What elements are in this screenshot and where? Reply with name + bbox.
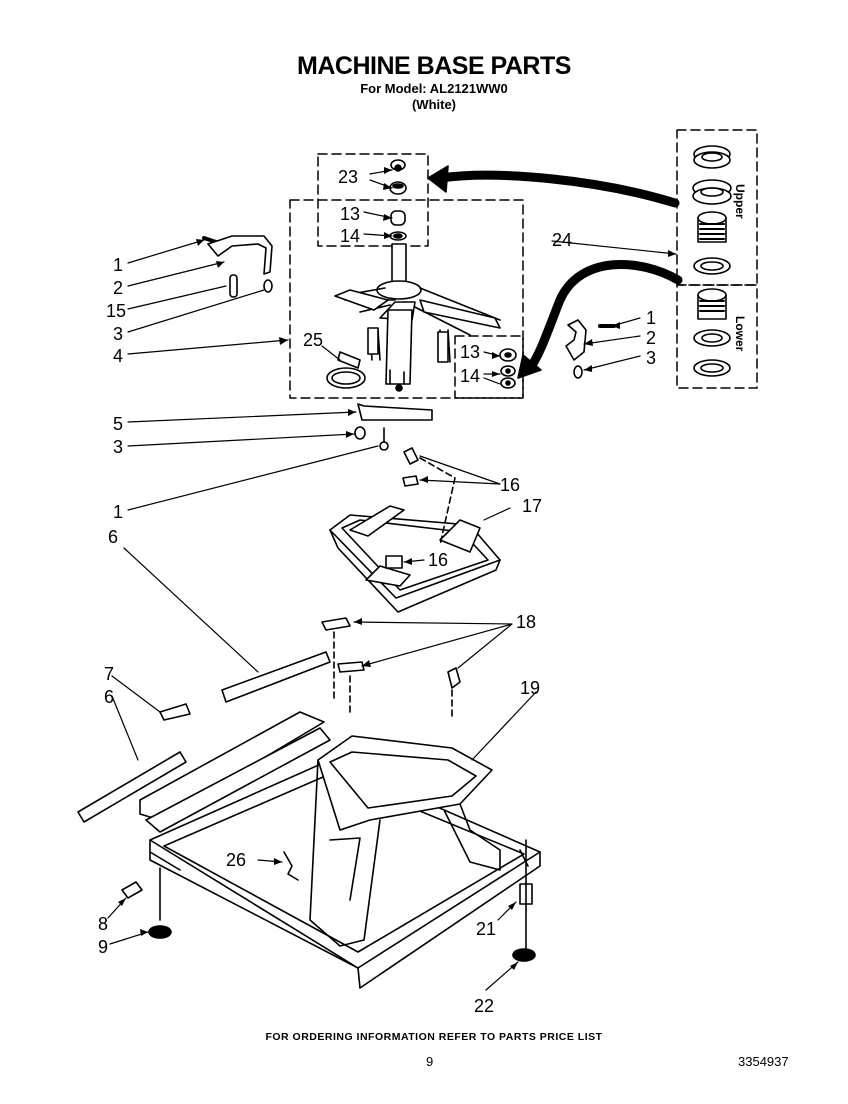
brake-frame-17 bbox=[329, 447, 501, 613]
callout-6-lower: 6 bbox=[104, 687, 114, 707]
callout-3: 3 bbox=[113, 324, 123, 344]
document-number: 3354937 bbox=[738, 1054, 789, 1069]
callout-1-right: 1 bbox=[646, 308, 656, 328]
arrow-lower bbox=[525, 260, 683, 373]
callout-14-lower: 14 bbox=[460, 366, 480, 386]
box-transmission bbox=[289, 199, 524, 399]
callout-16: 16 bbox=[500, 475, 520, 495]
arrow-lower-head bbox=[517, 354, 542, 379]
callout-18: 18 bbox=[516, 612, 536, 632]
leader-arrowheads bbox=[118, 167, 676, 970]
callout-8: 8 bbox=[98, 914, 108, 934]
leveling-feet bbox=[121, 839, 536, 962]
upper-kit-label: Upper bbox=[733, 184, 747, 219]
base-clip-hardware bbox=[354, 403, 433, 451]
callout-21: 21 bbox=[476, 919, 496, 939]
right-bracket-hardware bbox=[565, 319, 616, 379]
callout-2-right: 2 bbox=[646, 328, 656, 348]
callout-4: 4 bbox=[113, 346, 123, 366]
model-color: (White) bbox=[411, 97, 457, 112]
callout-13-lower: 13 bbox=[460, 342, 480, 362]
callout-24: 24 bbox=[552, 230, 572, 250]
upper-bearing-parts bbox=[389, 159, 407, 241]
rails-6-7 bbox=[77, 651, 331, 833]
callout-26: 26 bbox=[226, 850, 246, 870]
callout-1-lower: 1 bbox=[113, 502, 123, 522]
callout-2: 2 bbox=[113, 278, 123, 298]
callout-numbers: 1 2 15 3 4 23 13 14 24 25 1 2 3 13 14 5 … bbox=[98, 167, 656, 1016]
callout-16-inner: 16 bbox=[428, 550, 448, 570]
callout-13: 13 bbox=[340, 204, 360, 224]
callout-25: 25 bbox=[303, 330, 323, 350]
model-number: For Model: AL2121WW0 bbox=[360, 81, 508, 96]
callout-22: 22 bbox=[474, 996, 494, 1016]
page-title: MACHINE BASE PARTS bbox=[297, 52, 571, 80]
transmission-assembly bbox=[334, 243, 501, 392]
lower-bearing-parts bbox=[499, 348, 517, 389]
callout-15: 15 bbox=[106, 301, 126, 321]
left-bracket-hardware bbox=[202, 235, 273, 298]
box-lower-kit bbox=[676, 284, 758, 389]
upper-kit-seals bbox=[692, 145, 732, 275]
callout-14: 14 bbox=[340, 226, 360, 246]
seal-ring-25 bbox=[326, 351, 366, 389]
callout-7: 7 bbox=[104, 664, 114, 684]
arrow-upper-head bbox=[427, 165, 449, 193]
callout-6: 6 bbox=[108, 527, 118, 547]
callout-3-right: 3 bbox=[646, 348, 656, 368]
machine-base-19 bbox=[149, 735, 541, 989]
arrow-upper bbox=[435, 170, 680, 208]
callout-17: 17 bbox=[522, 496, 542, 516]
callout-9: 9 bbox=[98, 937, 108, 957]
callout-1: 1 bbox=[113, 255, 123, 275]
callout-19: 19 bbox=[520, 678, 540, 698]
callout-23: 23 bbox=[338, 167, 358, 187]
callout-5: 5 bbox=[113, 414, 123, 434]
lower-kit-seals bbox=[693, 288, 731, 377]
box-upper-kit bbox=[676, 129, 758, 286]
lower-kit-label: Lower bbox=[733, 316, 747, 352]
ordering-note: FOR ORDERING INFORMATION REFER TO PARTS … bbox=[265, 1031, 603, 1043]
callout-3-lower: 3 bbox=[113, 437, 123, 457]
clips-18 bbox=[321, 617, 461, 721]
page-number: 9 bbox=[426, 1054, 434, 1069]
